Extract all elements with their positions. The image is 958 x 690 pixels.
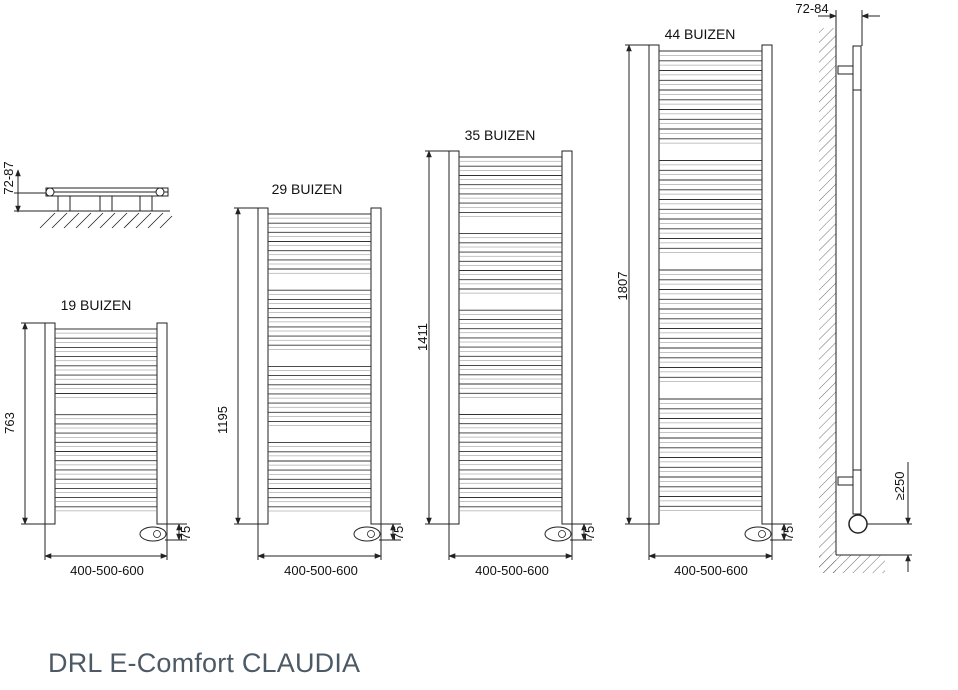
height-label: 1411 [415, 323, 430, 351]
heating-element [353, 526, 381, 542]
connection-height-label: ≥250 [892, 472, 907, 501]
width-label: 400-500-600 [284, 563, 358, 578]
side-view-depth-label: 72-84 [795, 1, 828, 16]
connection-knob [848, 514, 868, 534]
heating-element-dial [758, 530, 766, 538]
radiator-29: 29 BUIZEN 1195 400-500-600 75 [215, 181, 406, 578]
heating-element-dial [558, 530, 566, 538]
heating-element-dial [367, 530, 375, 538]
heating-element [544, 526, 572, 542]
side-view [818, 10, 912, 573]
radiator-35: 35 BUIZEN 1411 400-500-600 75 [415, 127, 597, 578]
left-rail [448, 150, 460, 525]
width-label: 400-500-600 [475, 563, 549, 578]
left-rail [257, 207, 269, 525]
right-rail [370, 207, 382, 525]
bottom-offset-label: 75 [781, 526, 796, 540]
left-rail [648, 44, 660, 525]
product-title: DRL E-Comfort CLAUDIA [48, 648, 361, 678]
right-rail [156, 322, 168, 525]
height-label: 1807 [615, 272, 630, 301]
radiator-19: 19 BUIZEN 763 400-500-600 75 [2, 297, 193, 578]
bottom-offset-label: 75 [178, 526, 193, 540]
top-view [14, 169, 173, 229]
left-rail [44, 322, 56, 525]
height-label: 1195 [215, 406, 230, 434]
model-label: 19 BUIZEN [61, 297, 132, 313]
model-label: 29 BUIZEN [272, 181, 343, 197]
model-label: 44 BUIZEN [665, 26, 736, 42]
right-rail [561, 150, 573, 525]
width-label: 400-500-600 [674, 563, 748, 578]
height-label: 763 [2, 412, 17, 434]
width-label: 400-500-600 [70, 563, 144, 578]
floor-hatch [819, 555, 885, 573]
top-view-depth-label: 72-87 [1, 161, 16, 194]
wall-hatch [819, 28, 836, 573]
model-label: 35 BUIZEN [465, 127, 536, 143]
heating-element [139, 526, 167, 542]
right-rail [761, 44, 773, 525]
radiator-44: 44 BUIZEN 1807 400-500-600 75 [615, 26, 796, 578]
heating-element-dial [153, 530, 161, 538]
heating-element [744, 526, 772, 542]
